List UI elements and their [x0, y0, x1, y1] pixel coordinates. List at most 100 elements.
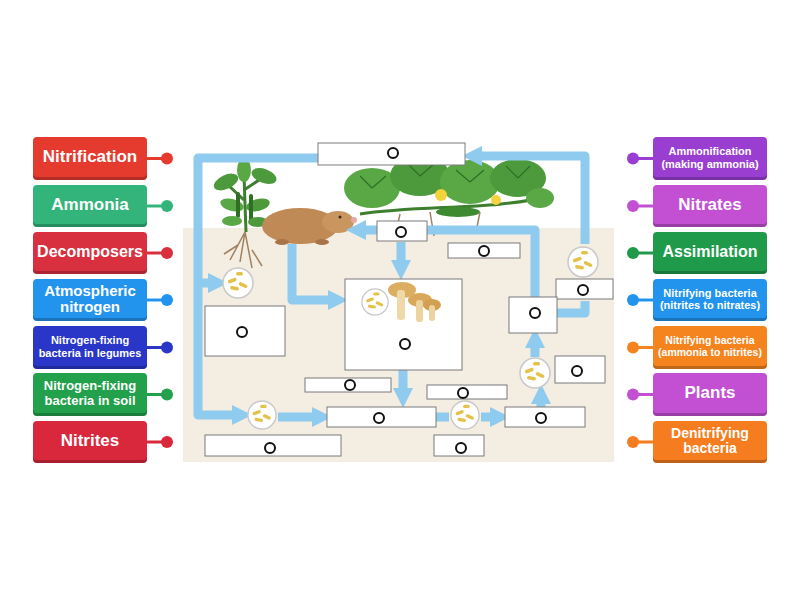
drop-target-rings-part [458, 388, 468, 398]
blank-answer-boxes-part [205, 435, 341, 456]
pin-stem [147, 157, 162, 160]
tile-pin [627, 153, 653, 165]
tile-label: Plants [684, 384, 735, 403]
drop-target-rings-part [536, 413, 546, 423]
blank-answer-boxes-part [556, 279, 613, 299]
tile-pin [627, 389, 653, 401]
blank-answer-boxes-part [427, 385, 507, 399]
label-tile: Nitrifying bacteria (nitrites to nitrate… [653, 279, 767, 321]
label-tile: Nitrogen-fixing bacteria in legumes [33, 326, 147, 369]
blank-answer-boxes-part [505, 407, 585, 427]
tile-label: Assimilation [662, 243, 757, 261]
right-plant-part [491, 195, 501, 205]
pin-stem [147, 441, 162, 444]
label-tile: Nitrifying bacteria (ammonia to nitrites… [653, 326, 767, 369]
tile-pin [627, 294, 653, 306]
pin-stem [147, 252, 162, 255]
drop-target-rings [237, 148, 588, 453]
blank-answer-boxes-part [509, 297, 557, 333]
left-plant-part [249, 194, 253, 222]
drop-target-rings-part [530, 308, 540, 318]
pin-dot [627, 294, 639, 306]
left-plant-part [219, 196, 245, 214]
label-tile: Nitrification [33, 137, 147, 180]
pin-dot [161, 342, 173, 354]
label-tile: Decomposers [33, 232, 147, 274]
pin-dot [161, 294, 173, 306]
tile-label: Nitrifying bacteria (ammonia to nitrites… [657, 335, 763, 358]
cycle-arrows-part [278, 413, 322, 422]
bacteria-circles-part [248, 401, 276, 429]
right-plant-part [526, 188, 554, 208]
drop-target-rings-part [237, 327, 247, 337]
right-plant-part [360, 164, 530, 188]
tile-label: Nitrates [678, 196, 741, 215]
right-plant [344, 156, 554, 236]
blank-answer-boxes-part [305, 378, 391, 392]
pin-dot [161, 247, 173, 259]
tile-pin [627, 436, 653, 448]
left-plant-part [222, 216, 242, 226]
drop-target-rings-part [400, 339, 410, 349]
label-tile: Denitrifying bacteria [653, 421, 767, 463]
left-plant [211, 158, 278, 268]
label-tile: Atmospheric nitrogen [33, 279, 147, 321]
left-plant-part [211, 170, 240, 194]
pin-stem [638, 441, 653, 444]
bacteria-circles-part [520, 358, 550, 388]
drop-target-rings-part [572, 366, 582, 376]
pin-stem [638, 252, 653, 255]
pin-stem [147, 346, 162, 349]
cycle-arrows [198, 156, 585, 417]
label-tile: Nitrites [33, 421, 147, 463]
cycle-arrows-part [436, 413, 449, 422]
blank-answer-boxes-part [318, 143, 465, 165]
cycle-arrows-part [397, 242, 406, 270]
drop-target-rings-part [388, 148, 398, 158]
cycle-arrows-part [557, 301, 585, 313]
pin-stem [638, 346, 653, 349]
cycle-arrows-part [531, 338, 540, 357]
tile-pin [147, 247, 173, 259]
tile-label: Decomposers [37, 243, 143, 261]
soil-ground-part [183, 228, 614, 462]
pin-stem [638, 393, 653, 396]
pin-stem [147, 393, 162, 396]
mole-part [351, 217, 357, 223]
decomposer-box-part [345, 279, 462, 370]
tile-label: Denitrifying bacteria [657, 426, 763, 457]
label-tile: Nitrates [653, 185, 767, 227]
drop-target-rings-part [374, 413, 384, 423]
bacteria-circles-part [223, 268, 253, 298]
tile-label: Nitrites [61, 432, 120, 451]
label-tile: Plants [653, 373, 767, 416]
drop-target-rings-part [456, 443, 466, 453]
decomposer-box [345, 279, 462, 370]
pin-stem [147, 205, 162, 208]
bacteria-circles-part [568, 247, 598, 277]
pin-stem [638, 205, 653, 208]
pin-dot [627, 436, 639, 448]
cycle-arrows-part [399, 370, 408, 398]
bacteria-circles-part [451, 401, 479, 429]
tile-label: Ammonification (making ammonia) [657, 145, 763, 169]
label-tile: Nitrogen-fixing bacteria in soil [33, 373, 147, 416]
decomposer-box-part [429, 305, 435, 321]
pin-dot [627, 342, 639, 354]
label-tile: Assimilation [653, 232, 767, 274]
drop-target-rings-part [396, 227, 406, 237]
blank-answer-boxes-part [377, 221, 427, 241]
cycle-arrows-part [292, 244, 338, 300]
tile-label: Atmospheric nitrogen [37, 283, 143, 316]
pin-dot [161, 436, 173, 448]
decomposer-box-part [397, 290, 405, 320]
right-plant-part [435, 189, 447, 201]
label-tile: Ammonification (making ammonia) [653, 137, 767, 180]
tile-pin [147, 389, 173, 401]
left-plant-part [236, 192, 240, 218]
cycle-arrows-part [198, 158, 318, 415]
tile-pin [627, 247, 653, 259]
tile-pin [147, 153, 173, 165]
